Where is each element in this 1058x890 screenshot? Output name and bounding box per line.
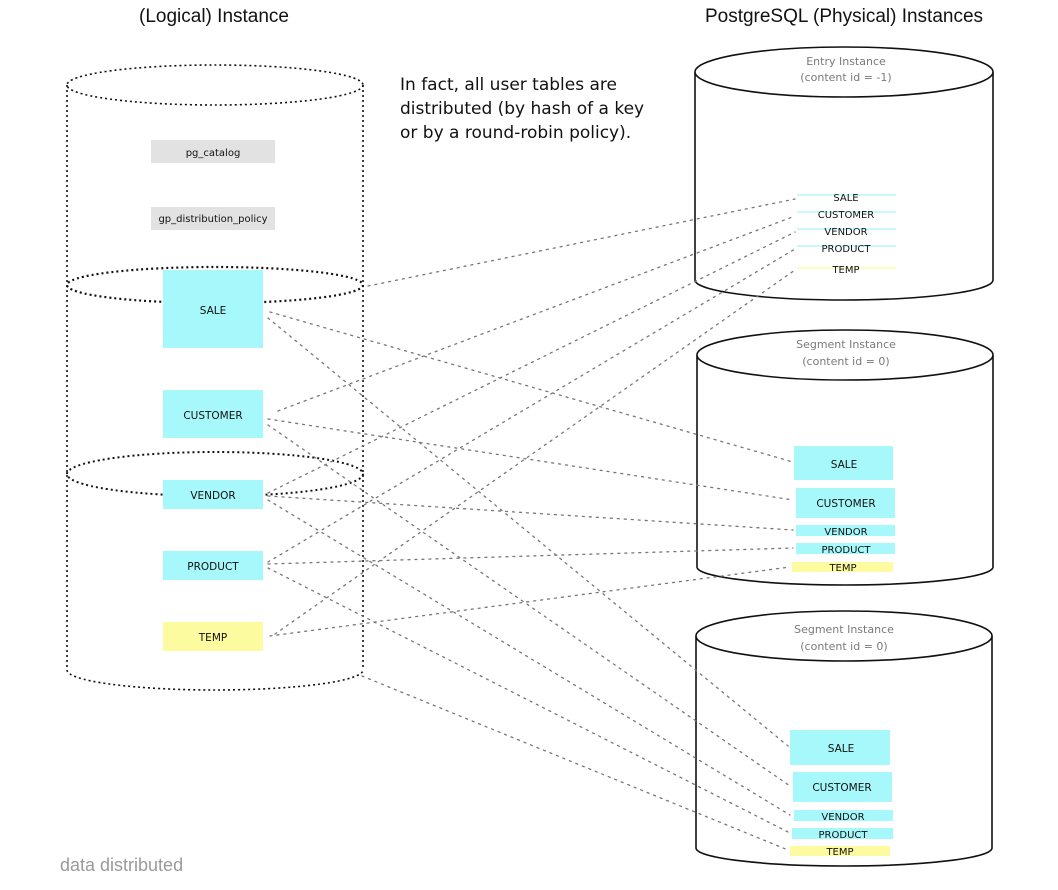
segment-1-table-sale: SALE (831, 459, 858, 471)
link-product-entry (267, 248, 796, 563)
table-gp-distribution-policy: gp_distribution_policy (151, 207, 275, 230)
note-line-2: distributed (by hash of a key (400, 99, 644, 119)
link-customer-entry (277, 215, 796, 412)
segment-2-table-product: PRODUCT (819, 830, 869, 841)
link-sale-seg2 (267, 317, 789, 747)
segment-1-table-product: PRODUCT (822, 545, 872, 556)
segment-1-table-vendor: VENDOR (824, 527, 867, 538)
note-line-1: In fact, all user tables are (400, 75, 617, 95)
segment-1-table-customer: CUSTOMER (816, 498, 875, 510)
entry-table-product: PRODUCT (822, 244, 872, 255)
link-temp-seg2 (361, 675, 789, 851)
logical-table-customer: CUSTOMER (163, 390, 263, 438)
table-label: SALE (200, 305, 227, 317)
table-label: pg_catalog (186, 148, 241, 159)
segment-instance-2-cylinder: Segment Instance (content id = 0) SALE C… (695, 610, 993, 867)
segment-2-table-sale: SALE (828, 743, 855, 755)
table-label: TEMP (198, 632, 227, 644)
logical-table-vendor: VENDOR (163, 480, 263, 509)
segment-2-table-customer: CUSTOMER (812, 782, 871, 794)
footer-caption: data distributed (60, 855, 183, 875)
table-label: CUSTOMER (183, 410, 242, 422)
distribution-links (267, 198, 796, 851)
segment-1-table-temp: TEMP (828, 563, 856, 574)
physical-instances-title: PostgreSQL (Physical) Instances (705, 6, 983, 27)
link-vendor-entry (267, 231, 796, 494)
logical-instance-title: (Logical) Instance (139, 6, 289, 27)
segment-1-name: Segment Instance (796, 338, 896, 351)
entry-instance-content-id: (content id = -1) (800, 71, 891, 84)
entry-instance-name: Entry Instance (806, 55, 886, 68)
link-customer-seg2 (267, 424, 791, 787)
entry-table-temp: TEMP (831, 265, 859, 276)
link-product-seg2 (267, 567, 791, 834)
segment-1-content-id: (content id = 0) (802, 355, 889, 368)
segment-2-table-temp: TEMP (825, 847, 853, 858)
segment-2-name: Segment Instance (794, 623, 894, 636)
entry-table-vendor: VENDOR (824, 227, 867, 238)
link-sale-seg1 (269, 311, 794, 463)
link-temp-entry (274, 269, 796, 635)
note-line-3: or by a round-robin policy). (400, 123, 631, 143)
link-sale-entry (367, 198, 796, 287)
table-label: PRODUCT (187, 561, 239, 573)
entry-table-customer: CUSTOMER (818, 210, 875, 221)
table-label: VENDOR (190, 490, 235, 502)
logical-table-sale: SALE (163, 270, 263, 348)
table-pg-catalog: pg_catalog (151, 140, 275, 163)
entry-instance-cylinder: Entry Instance (content id = -1) SALE CU… (694, 46, 994, 301)
segment-2-content-id: (content id = 0) (800, 640, 887, 653)
entry-table-sale: SALE (833, 193, 858, 204)
logical-table-temp: TEMP (163, 622, 263, 651)
logical-table-product: PRODUCT (163, 551, 263, 580)
table-label: gp_distribution_policy (158, 214, 267, 225)
segment-instance-1-cylinder: Segment Instance (content id = 0) SALE C… (696, 329, 994, 586)
link-customer-seg1 (267, 418, 794, 501)
segment-2-table-vendor: VENDOR (821, 812, 864, 823)
